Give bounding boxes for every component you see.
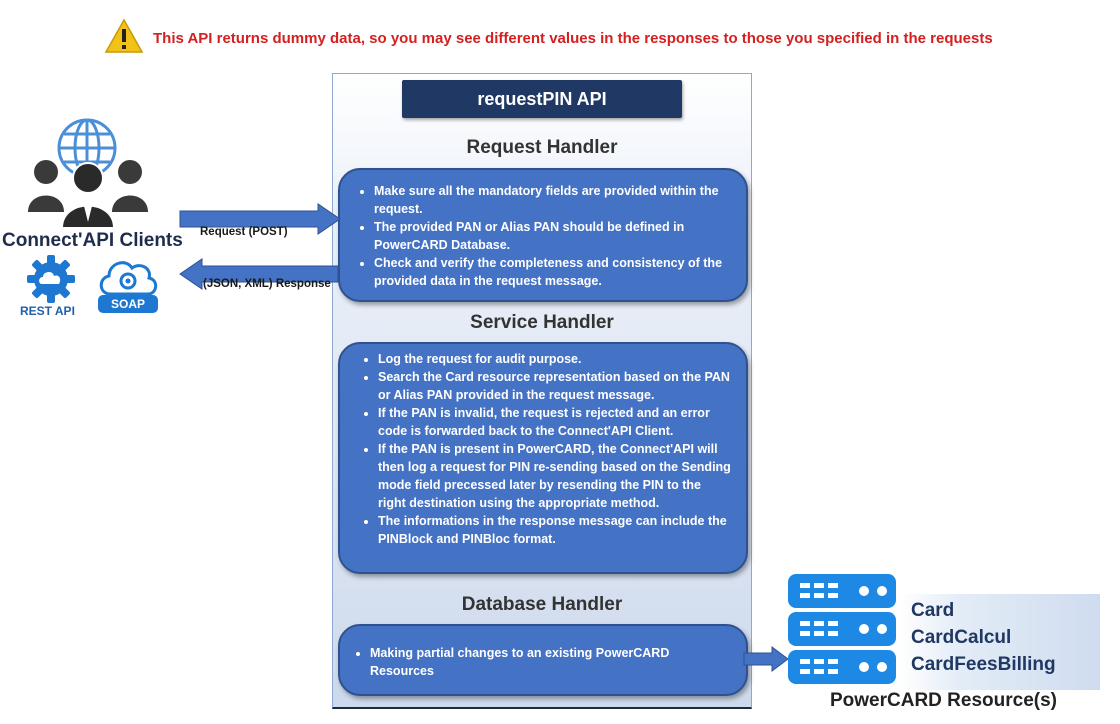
rest-api-gear-icon [27, 255, 75, 303]
list-item: The provided PAN or Alias PAN should be … [374, 218, 732, 254]
resources-panel [900, 594, 1100, 690]
list-item: Check and verify the completeness and co… [374, 254, 732, 290]
list-item: Log the request for audit purpose. [378, 350, 732, 368]
soap-label: SOAP [98, 295, 158, 313]
database-arrow [743, 646, 789, 672]
rest-api-label: REST API [20, 304, 75, 318]
server-stack-icon [788, 574, 896, 684]
clients-label: Connect'API Clients [2, 230, 183, 251]
service-handler-box: Log the request for audit purpose. Searc… [338, 342, 748, 574]
list-item: Making partial changes to an existing Po… [370, 644, 732, 680]
resource-card: Card [911, 600, 955, 621]
soap-cloud-icon [99, 261, 158, 296]
database-handler-title: Database Handler [461, 594, 623, 615]
warning-icon [104, 18, 144, 53]
warning-message: This API returns dummy data, so you may … [153, 30, 993, 47]
service-handler-title: Service Handler [470, 312, 614, 333]
resource-cardcalcul: CardCalcul [911, 627, 1012, 648]
list-item: Search the Card resource representation … [378, 368, 732, 404]
response-arrow-label: (JSON, XML) Response [203, 278, 331, 290]
request-handler-title: Request Handler [466, 137, 618, 158]
list-item: The informations in the response message… [378, 512, 732, 548]
resource-cardfeesbilling: CardFeesBilling [911, 654, 1056, 675]
api-title: requestPIN API [402, 80, 682, 118]
users-icon [28, 160, 148, 228]
list-item: If the PAN is present in PowerCARD, the … [378, 440, 732, 512]
list-item: If the PAN is invalid, the request is re… [378, 404, 732, 440]
request-response-arrows [179, 203, 341, 290]
request-handler-box: Make sure all the mandatory fields are p… [338, 168, 748, 302]
request-arrow-label: Request (POST) [200, 226, 288, 238]
resources-caption: PowerCARD Resource(s) [830, 690, 1057, 711]
list-item: Make sure all the mandatory fields are p… [374, 182, 732, 218]
database-handler-box: Making partial changes to an existing Po… [338, 624, 748, 696]
